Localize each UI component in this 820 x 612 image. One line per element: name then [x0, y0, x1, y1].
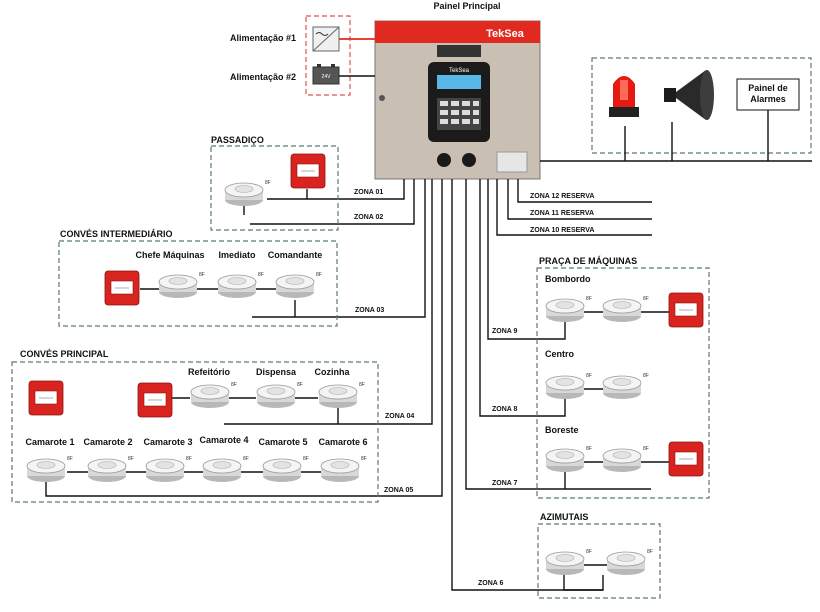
cabin-label-5: Camarote 5 — [258, 437, 307, 447]
zone-label-01: ZONA 01 — [354, 189, 383, 196]
smoke-detector — [256, 381, 304, 409]
area-title-conves-principal: CONVÉS PRINCIPAL — [20, 349, 109, 359]
alarm-panel-line: Alarmes — [750, 94, 786, 104]
smoke-detector — [318, 381, 366, 409]
area-title-praca-maquinas: PRAÇA DE MÁQUINAS — [539, 256, 637, 266]
power-supply-1-icon — [312, 26, 340, 52]
zone-label-03: ZONA 03 — [355, 307, 384, 314]
cabin-label-4: Camarote 4 — [199, 435, 248, 445]
smoke-detector — [26, 455, 74, 483]
power-label-2: Alimentação #2 — [230, 72, 296, 82]
smoke-detector — [606, 548, 654, 576]
smoke-detector — [602, 372, 650, 400]
strobe-light-icon — [609, 76, 639, 117]
room-label-refeitorio: Refeitório — [188, 367, 231, 377]
smoke-detector — [224, 179, 272, 207]
cabin-label-1: Camarote 1 — [25, 437, 74, 447]
reserve-zone-12: ZONA 12 RESERVA — [530, 193, 594, 200]
main-panel: TekSea TekSea — [374, 20, 541, 180]
smoke-detector — [145, 455, 193, 483]
room-label-dispensa: Dispensa — [256, 367, 297, 377]
zone-wires — [155, 179, 652, 591]
alarm-devices-box — [591, 57, 812, 154]
area-conves-principal — [11, 361, 379, 503]
key-switch-left — [437, 153, 451, 167]
main-panel-title: Painel Principal — [433, 1, 500, 11]
zone-label-06: ZONA 6 — [478, 580, 504, 587]
cabin-label-2: Camarote 2 — [83, 437, 132, 447]
sub-area-centro: Centro — [545, 349, 575, 359]
smoke-detector — [217, 271, 265, 299]
battery-label: 24V — [322, 74, 332, 80]
cabin-label-6: Camarote 6 — [318, 437, 367, 447]
smoke-detector — [190, 381, 238, 409]
manual-call-point — [290, 153, 326, 189]
zone-label-04: ZONA 04 — [385, 413, 414, 420]
smoke-detector — [202, 455, 250, 483]
smoke-detector — [545, 445, 593, 473]
sub-area-bombordo: Bombordo — [545, 274, 591, 284]
smoke-detector — [262, 455, 310, 483]
cabin-label-3: Camarote 3 — [143, 437, 192, 447]
module-brand: TekSea — [449, 68, 470, 74]
smoke-detector — [158, 271, 206, 299]
zone-label-05: ZONA 05 — [384, 487, 413, 494]
area-praca-maquinas — [536, 267, 710, 499]
lcd-screen — [437, 75, 481, 89]
brand-label: TekSea — [486, 28, 525, 40]
smoke-detector — [602, 445, 650, 473]
area-conves-intermediario — [58, 240, 338, 327]
smoke-detector — [320, 455, 368, 483]
room-label-chefe-maquinas: Chefe Máquinas — [135, 250, 204, 260]
zone-label-02: ZONA 02 — [354, 214, 383, 221]
alarm-panel-box — [736, 78, 800, 111]
area-title-conves-intermediario: CONVÉS INTERMEDIÁRIO — [60, 229, 173, 239]
siren-horn-icon — [664, 70, 714, 120]
smoke-detector — [275, 271, 323, 299]
smoke-detector — [87, 455, 135, 483]
zone-label-08: ZONA 8 — [492, 406, 518, 413]
zone-label-07: ZONA 7 — [492, 480, 518, 487]
manual-call-point — [137, 382, 173, 418]
area-azimutais — [537, 523, 661, 599]
reserve-zone-10: ZONA 10 RESERVA — [530, 227, 594, 234]
key-switch-right — [462, 153, 476, 167]
smoke-detector — [602, 295, 650, 323]
alarm-panel-line: Painel de — [748, 83, 788, 93]
room-label-comandante: Comandante — [268, 250, 323, 260]
sub-area-boreste: Boreste — [545, 425, 579, 435]
room-label-cozinha: Cozinha — [315, 367, 351, 377]
room-label-imediato: Imediato — [218, 250, 256, 260]
smoke-detector — [545, 295, 593, 323]
manual-call-point — [104, 270, 140, 306]
manual-call-point — [668, 292, 704, 328]
area-passadico — [210, 145, 339, 231]
zone-label-09: ZONA 9 — [492, 328, 518, 335]
area-title-azimutais: AZIMUTAIS — [540, 512, 588, 522]
area-title-passadico: PASSADIÇO — [211, 135, 264, 145]
smoke-detector — [545, 372, 593, 400]
power-label-1: Alimentação #1 — [230, 33, 296, 43]
manual-call-point — [28, 380, 64, 416]
smoke-detector — [545, 548, 593, 576]
reserve-zone-11: ZONA 11 RESERVA — [530, 210, 594, 217]
power-supply-2-icon: 24V — [312, 64, 340, 85]
manual-call-point — [668, 441, 704, 477]
power-supply-box — [305, 15, 351, 96]
